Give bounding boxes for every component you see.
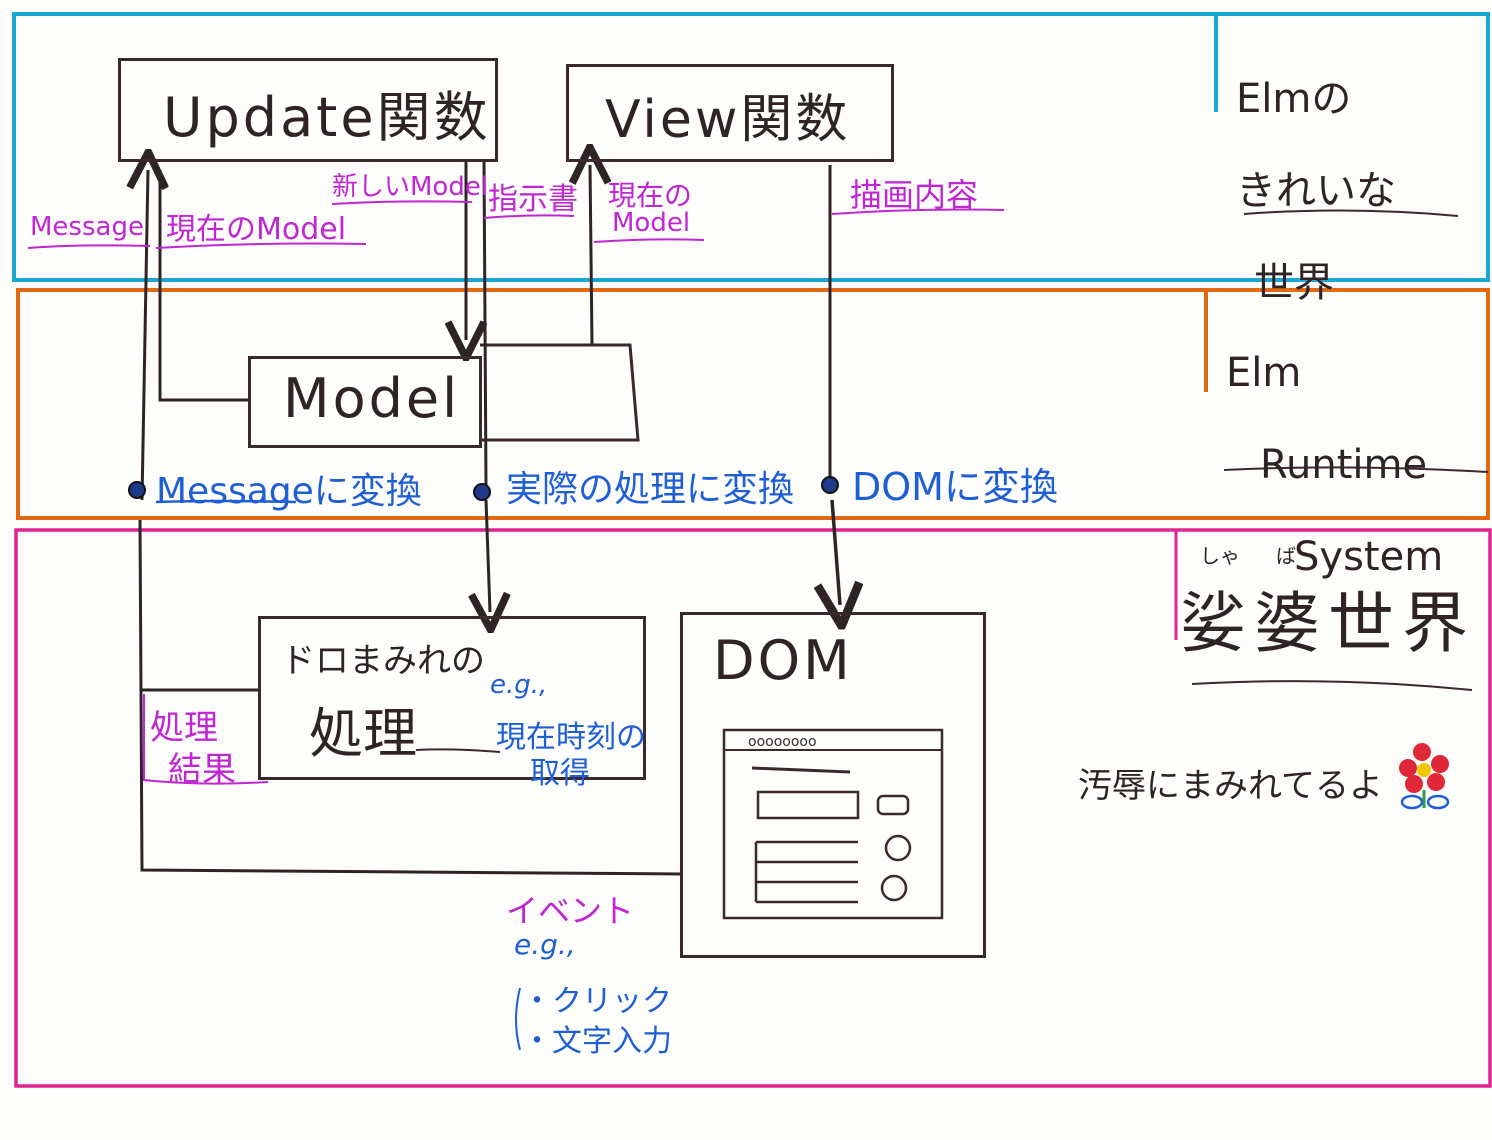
node-dom [821, 476, 839, 494]
label-to-action: 実際の処理に変換 [506, 469, 795, 510]
label-new-model: 新しいModel [332, 172, 489, 202]
label-event: イベント [506, 892, 635, 930]
instruction-arrow [486, 499, 490, 612]
underline-instruction [483, 214, 575, 219]
label-current-model-2-line2: Model [612, 208, 691, 238]
zone-runtime-label: Elm Runtime System [1226, 304, 1443, 626]
update-function-title: Update関数 [163, 86, 491, 149]
instruction-line [482, 159, 488, 486]
view-to-dom-arrow [832, 499, 840, 605]
underline-elm-world [1243, 209, 1459, 217]
node-message [128, 481, 146, 499]
label-current-model-2-line1: 現在の [608, 179, 693, 212]
zone-elm-world-label: Elmの きれいな 世界 [1236, 30, 1396, 352]
model-to-view-arrow [590, 165, 592, 346]
label-render-content: 描画内容 [850, 176, 979, 214]
label-message-in: Message [30, 212, 144, 242]
svg-text:oooooooo: oooooooo [748, 734, 817, 750]
label-result-line1: 処理 [150, 708, 218, 748]
label-current-model-1: 現在のModel [166, 212, 347, 247]
label-eg-dirty-1: e.g., [490, 670, 548, 700]
underline-render-content [831, 208, 1005, 215]
model-box-extension [480, 343, 640, 442]
zone-runtime-label-line2: Runtime [1260, 442, 1428, 488]
underline-message-in [27, 244, 151, 249]
dom-box: DOM [680, 612, 986, 958]
dirty-processing-line2: 処理 [309, 702, 417, 765]
label-to-message: Messageに変換 [156, 471, 422, 512]
underline-new-model [331, 200, 473, 205]
zone-elm-world-label-line1: Elmの [1236, 76, 1352, 122]
underline-current-model-1 [155, 242, 367, 249]
update-function-box: Update関数 [118, 58, 498, 162]
label-text-input: ・文字入力 [522, 1024, 672, 1059]
zone-shaba-ruby-2: ば [1276, 544, 1296, 568]
underline-to-message [155, 499, 297, 504]
label-instruction: 指示書 [488, 182, 578, 217]
dom-title: DOM [713, 629, 853, 692]
event-line [138, 519, 683, 876]
label-dirty-remark: 汚辱にまみれてるよ [1078, 766, 1383, 806]
model-title: Model [283, 367, 461, 430]
dirty-processing-box: ドロまみれの 処理 [258, 616, 646, 780]
zone-shaba-label: 娑婆世界 [1180, 585, 1476, 662]
label-result-line2: 結果 [168, 750, 236, 790]
flower-doodle [1399, 743, 1450, 810]
underline-dirty [415, 748, 501, 753]
view-function-title: View関数 [605, 90, 851, 150]
zone-runtime-label-line3: System [1294, 534, 1444, 580]
bracket-event [515, 987, 521, 1051]
dirty-processing-line1: ドロまみれの [281, 641, 485, 681]
label-eg-dirty-2: 現在時刻の [496, 720, 646, 755]
node-action [473, 483, 491, 501]
underline-runtime [1223, 466, 1489, 473]
message-up-line [142, 170, 148, 501]
model-to-update-line [158, 170, 248, 402]
label-eg-event: e.g., [514, 928, 576, 961]
view-function-box: View関数 [566, 64, 894, 162]
zone-shaba-ruby-1: しゃ [1200, 544, 1240, 568]
underline-shaba [1191, 680, 1473, 691]
zone-runtime-border [16, 288, 1490, 520]
zone-shaba-border [14, 528, 1492, 1088]
zone-elm-world-border [12, 12, 1490, 282]
label-to-dom: DOMに変換 [852, 465, 1058, 509]
underline-current-model-2 [593, 238, 705, 243]
label-click: ・クリック [522, 984, 672, 1019]
zone-elm-world-label-line2: きれいな [1236, 168, 1396, 214]
bracket-result [143, 694, 269, 785]
zone-elm-world-label-line3: 世界 [1254, 260, 1334, 306]
zone-runtime-label-line1: Elm [1226, 350, 1302, 396]
model-box: Model [248, 356, 482, 448]
label-eg-dirty-3: 取得 [530, 756, 590, 791]
dom-mock-browser: oooooooo [722, 728, 944, 920]
